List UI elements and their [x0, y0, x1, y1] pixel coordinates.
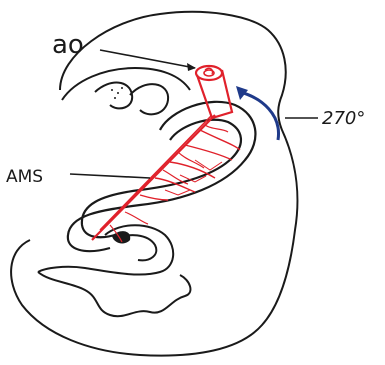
loop-shading — [112, 231, 130, 243]
label-ams: AMS — [6, 167, 43, 187]
dotted-texture — [111, 87, 123, 99]
ams-artery — [92, 115, 240, 242]
rotation-arrow — [236, 86, 279, 140]
ams-leader-line — [70, 174, 150, 178]
ams-branch — [140, 195, 168, 200]
ams-branch — [200, 130, 240, 150]
colon-outline — [38, 272, 190, 316]
ams-branch — [205, 125, 228, 132]
ao-leader-line — [100, 50, 195, 68]
ams-branch — [125, 212, 148, 224]
duodenum-loop — [95, 83, 132, 109]
rotation-arc — [240, 92, 279, 140]
duodenum-inner — [130, 84, 168, 114]
ao-leader-arrowhead — [187, 63, 196, 71]
midgut-loop-outer — [68, 102, 256, 251]
ams-branch — [185, 145, 232, 160]
label-ao: ao — [52, 30, 84, 60]
ams-branch — [170, 162, 215, 178]
ams-branch — [100, 115, 212, 230]
aorta — [196, 66, 232, 118]
label-rotation: 270° — [322, 108, 365, 129]
ams-branch — [178, 152, 204, 168]
abdominal-outline — [11, 12, 297, 356]
aorta-body — [197, 70, 232, 118]
